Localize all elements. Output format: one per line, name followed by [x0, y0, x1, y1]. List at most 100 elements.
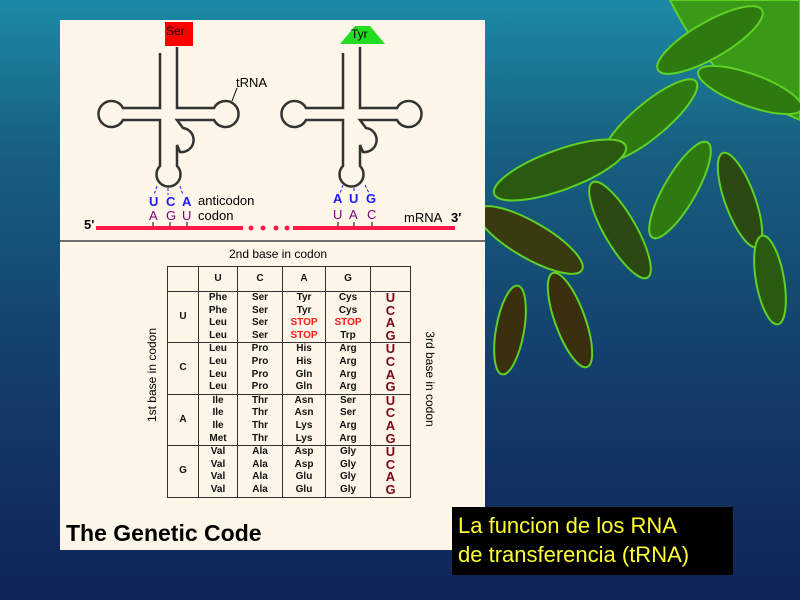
anticodon-right-2: U: [349, 191, 359, 206]
amino-acid: Thr: [251, 432, 269, 444]
amino-acid: Leu: [209, 368, 227, 380]
amino-acid: Val: [210, 471, 226, 483]
third-base: A: [385, 417, 396, 433]
amino-acid: Arg: [339, 368, 357, 380]
amino-acid: Gly: [339, 483, 357, 495]
third-base: A: [385, 315, 396, 331]
caption-line-1: La funcion de los RNA: [458, 513, 677, 538]
amino-acid: Asn: [294, 407, 314, 419]
amino-acid: Ser: [339, 394, 357, 406]
amino-acid: Glu: [295, 483, 313, 495]
amino-acid: Arg: [339, 381, 357, 393]
amino-acid: Gln: [295, 368, 313, 380]
amino-acid: Arg: [339, 355, 357, 367]
amino-acid: Pro: [251, 355, 269, 367]
amino-acid: Leu: [209, 317, 227, 329]
third-base: U: [385, 392, 396, 408]
amino-acid: Glu: [295, 471, 313, 483]
amino-acid: Cys: [338, 304, 358, 316]
third-base: C: [385, 456, 396, 472]
trna-right-shape: [280, 47, 423, 188]
anticodon-right-1: A: [333, 191, 343, 206]
second-base-label: 2nd base in codon: [229, 247, 328, 261]
first-base-a: A: [167, 393, 199, 447]
codon-right-2: A: [349, 207, 358, 222]
amino-acid: Ser: [339, 407, 357, 419]
first-base-c: C: [167, 342, 199, 395]
amino-acid: His: [296, 343, 312, 355]
mrna-label: mRNA: [404, 210, 443, 225]
third-base: G: [385, 430, 396, 446]
amino-acid: Ala: [252, 471, 268, 483]
trna-label: tRNA: [236, 75, 268, 90]
amino-acid: Gln: [295, 381, 313, 393]
amino-acid: Leu: [209, 329, 227, 341]
amino-acid: Thr: [251, 394, 269, 406]
amino-acid: Arg: [339, 343, 357, 355]
first-base-g: G: [167, 445, 199, 498]
amino-acid: Ala: [252, 483, 268, 495]
first-base-label: 1st base in codon: [145, 327, 159, 423]
mrna-dots: [248, 225, 290, 231]
third-base: U: [385, 341, 396, 357]
ser-label: Ser: [166, 24, 185, 38]
amino-acid: Met: [209, 432, 227, 444]
genetic-code-title: The Genetic Code: [66, 520, 262, 546]
amino-acid: Arg: [339, 419, 357, 431]
anticodon-label: anticodon: [198, 193, 255, 208]
amino-acid: Gly: [339, 446, 357, 458]
third-base: C: [385, 302, 396, 318]
amino-acid: Asp: [294, 458, 314, 470]
amino-acid: Val: [210, 446, 226, 458]
col-header-a: A: [282, 266, 326, 292]
amino-acid: STOP: [290, 317, 318, 329]
col-header-c: C: [237, 266, 283, 292]
third-base-label: 3rd base in codon: [423, 331, 437, 427]
amino-acid: Leu: [209, 381, 227, 393]
amino-acid: Ile: [212, 394, 224, 406]
col-header-u: U: [198, 266, 238, 292]
third-base: G: [385, 327, 396, 343]
anticodon-left-1: U: [149, 194, 159, 209]
amino-acid: STOP: [290, 329, 318, 341]
codon-label: codon: [198, 208, 234, 223]
amino-acid: Trp: [340, 329, 356, 341]
amino-acid: Leu: [209, 343, 227, 355]
third-base: G: [385, 379, 396, 395]
codon-left-1: A: [149, 208, 158, 223]
amino-acid: Thr: [251, 407, 269, 419]
amino-acid: Pro: [251, 343, 269, 355]
third-base: A: [385, 469, 396, 485]
amino-acid: Lys: [295, 432, 313, 444]
caption-line-2: de transferencia (tRNA): [458, 542, 690, 567]
third-base: C: [385, 405, 396, 421]
amino-acid: Pro: [251, 368, 269, 380]
amino-acid: His: [296, 355, 312, 367]
third-base: G: [385, 481, 396, 497]
amino-acid: Ala: [252, 446, 268, 458]
amino-acid: Ser: [251, 329, 269, 341]
five-prime-label: 5': [84, 217, 95, 232]
amino-acid: Ser: [251, 292, 269, 303]
amino-acid: Phe: [208, 292, 228, 303]
slide-caption: La funcion de los RNA de transferencia (…: [452, 507, 733, 575]
amino-acid: Leu: [209, 355, 227, 367]
amino-acid: Ser: [251, 304, 269, 316]
codon-left-2: G: [166, 208, 177, 223]
